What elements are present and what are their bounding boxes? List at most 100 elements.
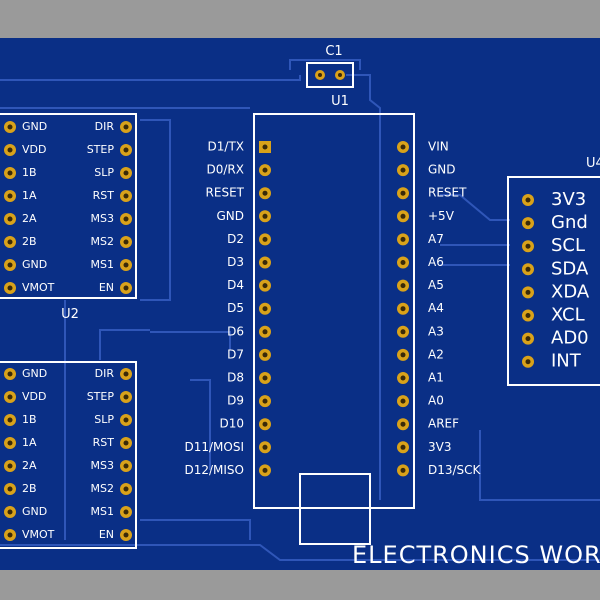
pad-hole [7,216,13,222]
driver-pin-pad [120,391,132,403]
u4-pin-pad [522,309,534,322]
c1-hole [318,73,322,77]
driver-pin-label: 2A [22,459,37,472]
pad-hole [7,170,13,176]
driver-pin-pad [4,437,16,449]
u1-pin-pad [259,418,271,431]
pad-hole [7,486,13,492]
u1-pin-label: D6 [227,324,244,338]
u4-pin-label: INT [551,351,582,372]
u1-pin-pad [397,141,409,153]
driver-pin-pad [120,259,132,271]
u1-pin-pad [259,279,271,292]
u1-outline [253,113,415,509]
driver-pin-label: GND [22,367,47,380]
pad-hole [7,239,13,245]
u1-pin-label: +5V [428,209,455,223]
u1-left-pins: D1/TXD0/RXRESETGNDD2D3D4D5D6D7D8D9D10D11… [184,140,271,477]
driver-pin-pad [120,414,132,426]
u1-pin-label: A2 [428,347,444,361]
pad-hole [7,371,13,377]
driver-pin-label: GND [22,120,47,133]
driver-pin-label: SLP [94,413,114,426]
u1-pin-label: D13/SCK [428,463,482,477]
pad-hole [525,220,531,226]
u2-outline [0,113,137,299]
pad-hole [400,329,406,335]
driver-pin-label: 1A [22,436,37,449]
pad-hole [123,239,129,245]
u1-pin-label: D3 [227,255,244,269]
pad-hole [400,398,406,404]
driver-pin-pad [4,391,16,403]
pad-hole [262,444,268,450]
u1-pin-pad [259,464,271,477]
u4-label: U4 [586,156,600,171]
pad-hole [262,306,268,312]
driver-pin-label: MS1 [91,258,114,271]
driver-pin-label: VMOT [22,528,55,541]
u1-pin-pad [397,348,409,361]
driver-pin-label: MS3 [91,459,114,472]
u1-right-pins: VINGNDRESET+5VA7A6A5A4A3A2A1A0AREF3V3D13… [397,140,482,477]
pad-hole [123,509,129,515]
pad-hole [262,352,268,358]
u1-pin-label: A7 [428,232,444,246]
pad-hole [262,421,268,427]
pad-hole [123,417,129,423]
pad-hole [123,262,129,268]
driver-pin-pad [4,483,16,495]
driver-pin-pad [4,144,16,156]
pad-hole [7,394,13,400]
u1-pin-pad [397,464,409,477]
driver-pin-pad [120,483,132,495]
u1-pin-pad [259,210,271,223]
pad-hole [400,236,406,242]
c1-hole [338,73,342,77]
pad-hole [262,375,268,381]
u1-pin-pad [259,233,271,246]
pad-hole [400,167,406,173]
pad-hole [123,285,129,291]
pad-hole [525,336,531,342]
driver-pin-pad [120,368,132,380]
driver-pin-label: DIR [95,120,115,133]
driver-pin-pad [120,213,132,225]
lower-driver-outline [0,361,137,549]
pad-hole [7,532,13,538]
u1-pin-pad [259,164,271,177]
driver-pin-label: STEP [87,390,115,403]
driver-pin-label: 1A [22,189,37,202]
driver-pin-label: MS2 [91,482,114,495]
driver-pin-pad [120,529,132,541]
driver-pin-label: RST [93,436,115,449]
driver-pin-label: STEP [87,143,115,156]
pad-hole [400,375,406,381]
pad-hole [123,193,129,199]
pad-hole [262,144,268,150]
pad-hole [400,421,406,427]
driver-pin-label: MS2 [91,235,114,248]
u4-pin-label: SDA [551,258,589,279]
driver-pin-label: 2B [22,482,37,495]
pad-hole [7,147,13,153]
driver-pin-pad [4,506,16,518]
pad-hole [123,170,129,176]
u1-pin-label: D0/RX [207,163,244,177]
pad-hole [262,260,268,265]
pad-hole [400,444,406,450]
pad-hole [262,213,268,219]
pad-hole [123,147,129,153]
driver-pin-pad [4,368,16,380]
u1-pin-label: GND [216,209,244,223]
pad-hole [400,190,406,196]
u1-pin-pad [397,233,409,246]
pad-hole [123,463,129,469]
u1-pin-label: D12/MISO [184,463,244,477]
u1-pin-pad [397,372,409,384]
c1-label: C1 [325,44,342,59]
pad-hole [262,167,268,173]
u4-outline [507,176,600,386]
u1-pin-pad [397,210,409,223]
pad-hole [525,266,531,272]
